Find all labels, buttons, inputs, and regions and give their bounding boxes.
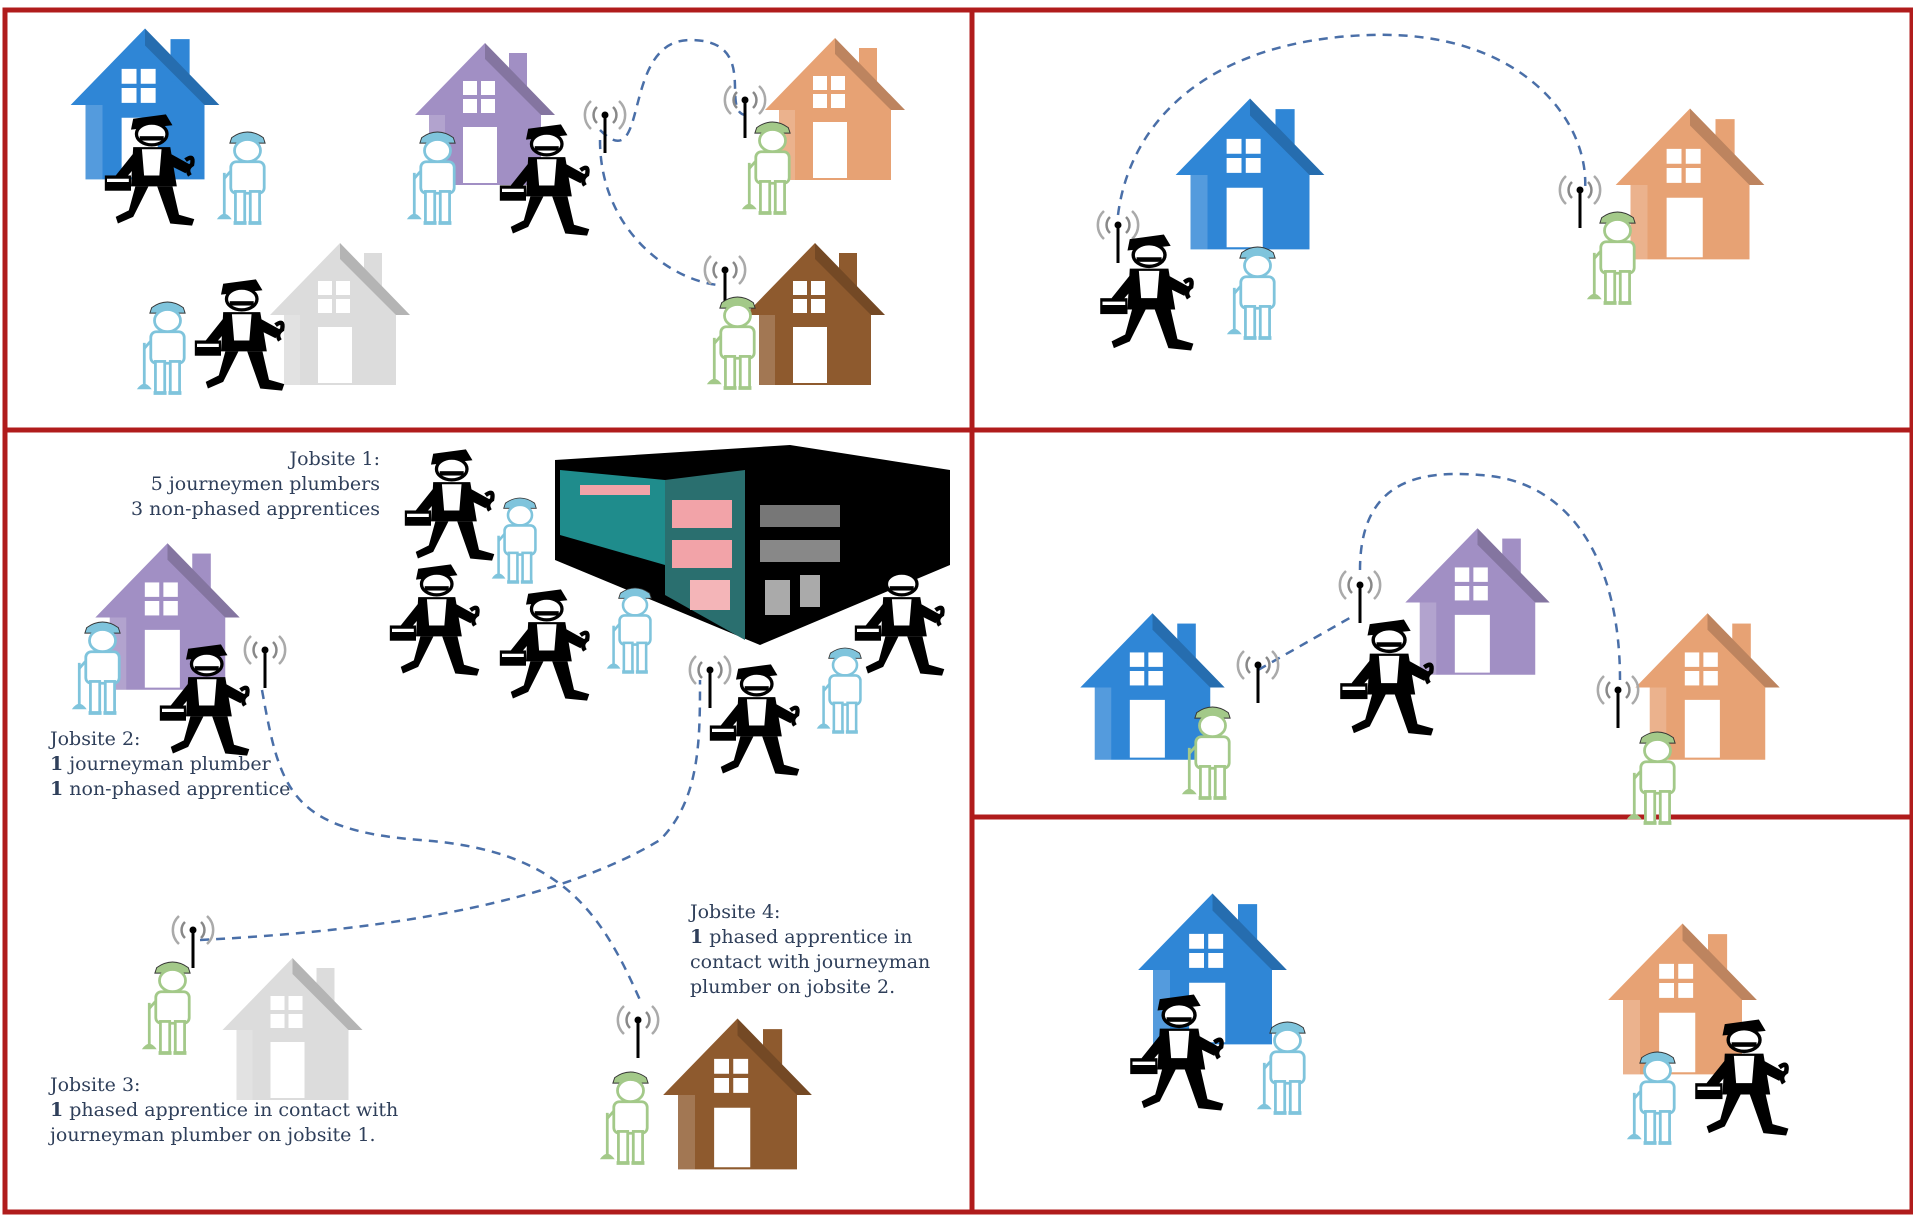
- house-icon: [663, 1018, 812, 1170]
- jobsite-3-caption: Jobsite 3: 1 phased apprentice in contac…: [50, 1073, 398, 1148]
- panel-frames: [2, 7, 1913, 1215]
- panel-2-content: [1096, 33, 1765, 351]
- apprentice-icon: [135, 300, 188, 395]
- plumber-icon: [710, 664, 799, 775]
- jobsite-2-text-2: non-phased apprentice: [63, 778, 291, 800]
- house-icon: [1175, 98, 1325, 250]
- house-icon: [1608, 923, 1757, 1075]
- antenna-icon: [243, 634, 287, 690]
- wireless-link-4a: [1257, 613, 1356, 672]
- plumber-icon: [1340, 620, 1433, 736]
- apprentice-icon: [1625, 730, 1678, 825]
- apprentice-icon: [215, 130, 268, 225]
- antenna-icon: [1596, 674, 1640, 730]
- jobsite-4-text-1: phased apprentice in: [703, 926, 913, 948]
- apprentice-icon: [405, 130, 458, 225]
- apprentice-icon: [70, 620, 123, 715]
- house-icon: [270, 243, 410, 385]
- antenna-icon: [616, 1004, 660, 1060]
- apprentice-icon: [740, 120, 793, 215]
- panel-3-content: [70, 445, 950, 1170]
- jobsite-3-text-1: phased apprentice in contact with: [63, 1099, 399, 1121]
- jobsite-4-count-1: 1: [690, 926, 704, 948]
- jobsite-4-line-3: plumber on jobsite 2.: [690, 976, 896, 998]
- antenna-icon: [1338, 569, 1382, 625]
- apprentice-icon: [1585, 210, 1638, 305]
- wireless-link-3b: [199, 679, 702, 942]
- jobsite-4-title: Jobsite 4:: [690, 901, 781, 923]
- jobsite-4-caption: Jobsite 4: 1 phased apprentice in contac…: [690, 900, 930, 1000]
- jobsite-1-title: Jobsite 1:: [289, 448, 380, 470]
- wireless-link-1a: [599, 38, 746, 142]
- house-icon: [745, 243, 885, 385]
- jobsite-3-line-1: 1 phased apprentice in contact with: [50, 1098, 398, 1123]
- jobsite-2-caption: Jobsite 2: 1 journeyman plumber 1 non-ph…: [50, 727, 290, 802]
- house-icon: [1138, 893, 1287, 1045]
- jobsite-1-line-1: 5 journeymen plumbers: [150, 473, 380, 495]
- antenna-icon: [1558, 174, 1602, 230]
- panel-1-content: [70, 28, 905, 395]
- panel-top-right: [969, 7, 1913, 433]
- house-icon: [1615, 108, 1765, 260]
- plumber-icon: [195, 279, 284, 390]
- plumber-icon: [405, 449, 494, 560]
- plumber-icon: [390, 564, 479, 675]
- house-icon: [1405, 528, 1550, 675]
- office-building-icon: [555, 445, 950, 645]
- jobsite-4-line-2: contact with journeyman: [690, 951, 931, 973]
- jobsite-2-count-2: 1: [50, 778, 64, 800]
- plumber-icon: [500, 589, 589, 700]
- antenna-icon: [171, 914, 215, 970]
- plumber-icon: [1100, 235, 1193, 351]
- apprentice-icon: [140, 960, 193, 1055]
- apprentice-icon: [705, 295, 758, 390]
- antenna-icon: [1236, 649, 1280, 705]
- apprentice-icon: [598, 1070, 651, 1165]
- wireless-link-1b: [598, 139, 719, 287]
- antenna-icon: [688, 654, 732, 710]
- antenna-icon: [583, 99, 627, 155]
- jobsite-2-line-2: 1 non-phased apprentice: [50, 777, 290, 802]
- jobsite-2-text-1: journeyman plumber: [63, 753, 271, 775]
- jobsite-1-line-2: 3 non-phased apprentices: [131, 498, 380, 520]
- apprentice-icon: [605, 586, 654, 674]
- jobsite-2-title: Jobsite 2:: [50, 728, 141, 750]
- apprentice-icon: [490, 496, 539, 584]
- panel-bottom-right: [969, 814, 1913, 1215]
- jobsite-3-line-2: journeyman plumber on jobsite 1.: [50, 1124, 376, 1146]
- wireless-link-3a: [260, 689, 642, 1001]
- wireless-link-2: [1116, 33, 1587, 216]
- apprentice-icon: [1225, 245, 1278, 340]
- jobsite-2-count-1: 1: [50, 753, 64, 775]
- panel-5-content: [1130, 893, 1788, 1145]
- jobsite-4-line-1: 1 phased apprentice in: [690, 925, 930, 950]
- jobsite-2-line-1: 1 journeyman plumber: [50, 752, 290, 777]
- jobsite-3-title: Jobsite 3:: [50, 1074, 141, 1096]
- jobsite-1-caption: Jobsite 1: 5 journeymen plumbers 3 non-p…: [120, 447, 380, 522]
- apprentice-icon: [815, 646, 864, 734]
- jobsite-3-count-1: 1: [50, 1099, 64, 1121]
- wireless-link-4b: [1358, 472, 1622, 681]
- panel-4-content: [1080, 472, 1780, 825]
